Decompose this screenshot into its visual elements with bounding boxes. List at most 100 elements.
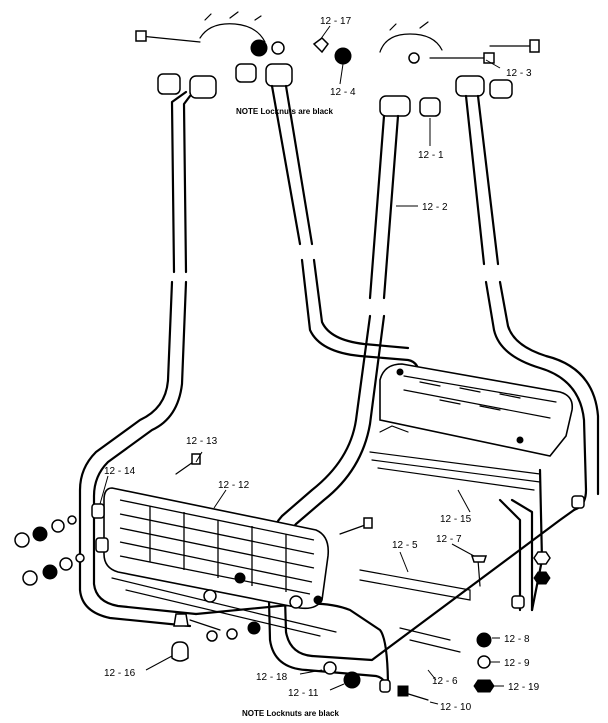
label-12-9: 12 - 9	[504, 658, 530, 669]
foot-cap-right	[511, 595, 525, 609]
label-12-16: 12 - 16	[104, 668, 136, 679]
locknut-top-left	[250, 39, 268, 57]
nut-right-2	[533, 571, 551, 585]
washer-glide	[206, 630, 218, 642]
back-panel-slots	[419, 381, 521, 411]
front-back-vertical	[149, 506, 287, 592]
main-frame	[78, 258, 600, 692]
foot-cap-front	[379, 679, 391, 693]
label-12-18: 12 - 18	[256, 672, 288, 683]
cross-bar-bracket	[379, 425, 409, 433]
washer-left-3	[59, 557, 73, 571]
bolt-head-12-13	[191, 453, 201, 465]
label-12-13: 12 - 13	[186, 436, 218, 447]
spacer-12-14-b	[95, 537, 109, 553]
nut-left-2	[32, 526, 48, 542]
label-12-2: 12 - 2	[422, 202, 448, 213]
label-12-1: 12 - 1	[418, 150, 444, 161]
nut-bottom-c	[289, 595, 303, 609]
seat-bottom-slat	[399, 627, 461, 653]
bolt-head-12-10	[397, 685, 409, 697]
nut-bottom-d	[313, 595, 323, 605]
frame-back-left-inner	[312, 258, 410, 350]
nut-left-1	[14, 532, 30, 548]
label-12-10: 12 - 10	[440, 702, 472, 713]
nut-bottom-a	[203, 589, 217, 603]
note-locknuts-top: NOTE Locknuts are black	[236, 107, 333, 116]
wing-nut-12-17	[312, 37, 329, 54]
label-12-15: 12 - 15	[440, 514, 472, 525]
part-labels: 12 - 17 12 - 4 12 - 3 12 - 1 12 - 2 12 -…	[104, 16, 540, 718]
washer-left-4	[75, 553, 85, 563]
tube-cap-left	[189, 75, 217, 99]
leader-12-14	[99, 475, 109, 505]
label-12-3: 12 - 3	[506, 68, 532, 79]
leader-12-12	[213, 489, 227, 509]
nut-right-1	[533, 551, 551, 565]
washer-12-18	[323, 661, 337, 675]
bracket-sketch-left	[199, 23, 266, 43]
bushing-right	[489, 79, 513, 99]
label-12-4: 12 - 4	[330, 87, 356, 98]
bracket-sketch-right	[379, 33, 443, 53]
bolt-head-top-right-a	[483, 52, 495, 64]
back-panel-hole-2	[516, 436, 524, 444]
nut-left-4	[42, 564, 58, 580]
seat-bottom	[111, 569, 471, 653]
leader-lines	[99, 25, 504, 705]
spacer-12-14	[91, 503, 105, 519]
top-hardware	[135, 11, 540, 65]
leader-12-7	[451, 543, 475, 557]
bracket-marks-left	[204, 11, 262, 21]
foot-cap-back	[571, 495, 585, 509]
tube-cap-center-right	[379, 95, 411, 117]
nut-12-19	[473, 679, 495, 693]
leader-12-10	[429, 701, 439, 705]
bolt-head-top-left	[135, 30, 147, 42]
bushing-left	[157, 73, 181, 95]
tube-upper-right	[464, 94, 500, 266]
washer-left-1	[51, 519, 65, 533]
frame-right-leg	[498, 498, 534, 612]
locknut-glide	[247, 621, 261, 635]
label-12-8: 12 - 8	[504, 634, 530, 645]
leader-12-4	[339, 63, 344, 85]
frame-right-inner	[498, 280, 600, 496]
glide-12-16	[171, 641, 189, 662]
glide-bolt	[189, 619, 221, 631]
leader-12-11	[329, 683, 345, 691]
cross-bar-lines	[369, 451, 541, 491]
bolt-head-center	[363, 517, 373, 529]
tube-upper-center-left	[270, 84, 314, 246]
washer-left-2	[67, 515, 77, 525]
leader-12-13	[195, 451, 203, 463]
tube-cap-center-left	[265, 63, 293, 87]
loose-hardware	[14, 453, 585, 701]
frame-center-outer	[266, 314, 372, 672]
back-seat-panel	[379, 363, 574, 457]
locknut-12-8	[476, 632, 492, 648]
leader-12-15	[457, 489, 471, 513]
bushing-center-left	[235, 63, 257, 83]
frame-back-left-outer	[300, 258, 422, 382]
cross-bars-12-15	[369, 425, 541, 491]
tube-upper-center-right	[368, 114, 400, 300]
front-seat-back-12-12	[103, 487, 330, 610]
tube-cap-right	[455, 75, 485, 97]
washer-12-9	[477, 655, 491, 669]
tube-upper-left	[170, 90, 192, 274]
locknut-12-4	[334, 47, 352, 65]
label-12-7: 12 - 7	[436, 534, 462, 545]
frame-left-outer	[78, 280, 192, 628]
bolt-head-12-7	[470, 555, 488, 563]
leader-12-6	[427, 669, 437, 681]
label-12-5: 12 - 5	[392, 540, 418, 551]
leader-12-17	[319, 25, 331, 41]
leader-12-5	[399, 551, 409, 573]
washer-glide-b	[226, 628, 238, 640]
back-panel-outline	[379, 363, 574, 457]
bolt-12-7	[477, 559, 481, 587]
bolt-top-left	[139, 35, 201, 43]
leader-12-18	[299, 669, 323, 675]
